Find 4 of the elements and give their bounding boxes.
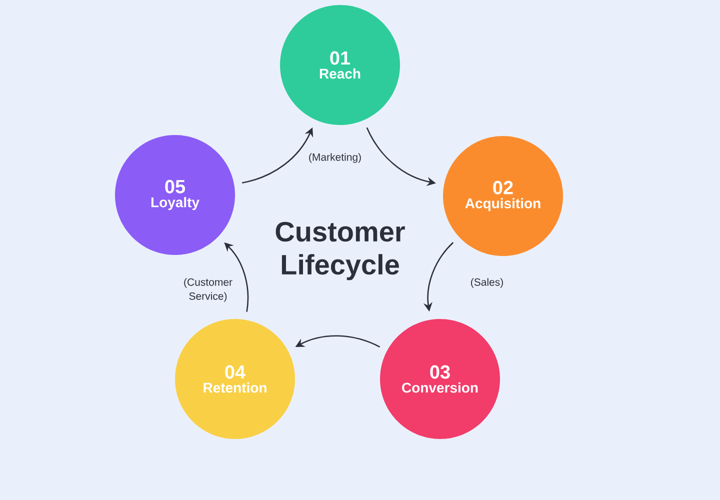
stage-note: (Marketing) — [309, 153, 361, 163]
center-title: Customer Lifecycle — [276, 222, 405, 280]
stage-note: (Customer Service) — [184, 278, 232, 302]
stage-note: (Sales) — [471, 278, 503, 288]
